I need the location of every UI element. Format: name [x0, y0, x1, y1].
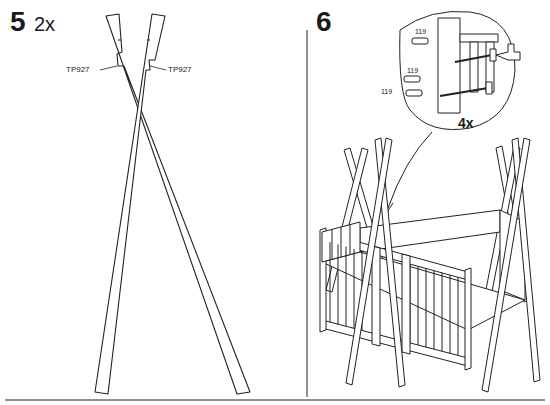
quantity: 4x — [458, 116, 474, 130]
slat — [341, 227, 342, 257]
step-number: 5 — [10, 8, 26, 36]
tipi-leg — [346, 138, 392, 385]
slat — [450, 275, 451, 353]
slat — [426, 268, 427, 347]
slat — [442, 273, 443, 351]
slat — [350, 225, 351, 255]
slat — [332, 229, 333, 259]
post — [465, 268, 471, 370]
quantity: 2x — [34, 14, 55, 34]
part-code: 119 — [414, 28, 427, 35]
step-number: 6 — [316, 8, 332, 36]
part-code: TP927 — [66, 66, 90, 74]
part-code: 119 — [406, 67, 419, 74]
tipi-leg — [482, 138, 530, 392]
slat — [330, 242, 331, 322]
slat — [354, 249, 355, 329]
slat — [346, 247, 347, 327]
part-code: 119 — [380, 88, 393, 95]
slat — [338, 244, 339, 324]
post — [372, 246, 380, 346]
tipi-leg — [512, 138, 540, 382]
slat — [418, 266, 419, 345]
part-code: TP927 — [168, 66, 192, 74]
back-rail — [360, 210, 500, 252]
tipi-leg — [95, 14, 165, 394]
detail-inset — [383, 11, 520, 212]
slat — [434, 271, 435, 349]
slat — [458, 277, 459, 355]
post — [402, 254, 410, 354]
